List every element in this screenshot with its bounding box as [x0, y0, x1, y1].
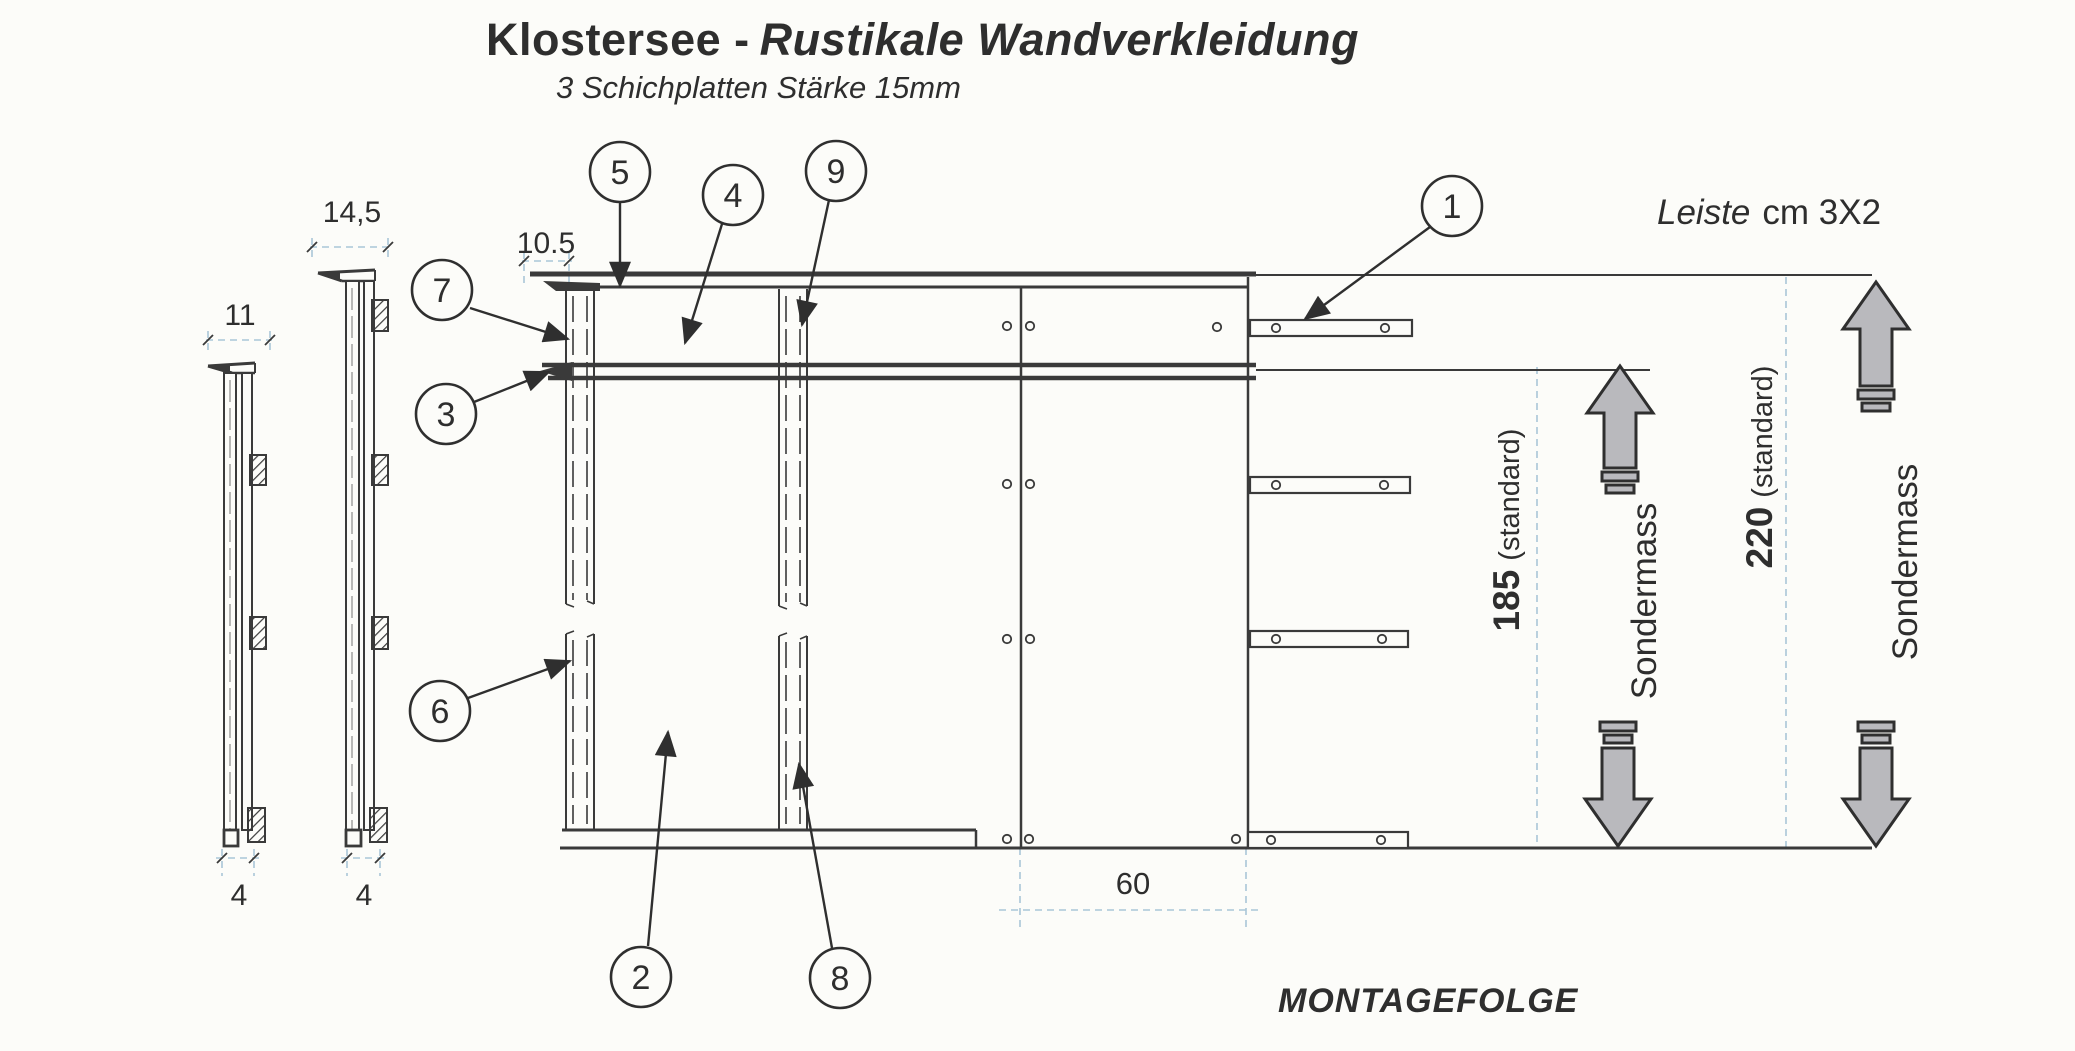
label-height-220: 220 (standard) [1739, 366, 1781, 569]
label-height-185: 185 (standard) [1486, 429, 1528, 632]
callout-leaders [467, 199, 1431, 949]
dim-profile-b-width: 14,5 [322, 196, 382, 229]
svg-text:9: 9 [827, 153, 846, 191]
arrow-up-185-icon [1584, 363, 1656, 495]
label-height-220-suffix: (standard) [1747, 365, 1779, 498]
dim-profile-b-thickness: 4 [355, 879, 373, 912]
callout-9: 9 [804, 139, 868, 203]
svg-text:8: 8 [831, 960, 850, 998]
arrow-down-sondermass-right-icon [1840, 720, 1912, 849]
section-profile-b [317, 268, 389, 848]
label-leiste-word: Leiste [1657, 193, 1751, 232]
dim-profile-a-width: 11 [224, 299, 256, 332]
label-height-185-suffix: (standard) [1494, 428, 1526, 561]
page-title-variant: Rustikale Wandverkleidung [759, 14, 1359, 65]
svg-text:3: 3 [437, 396, 456, 434]
label-height-220-value: 220 [1739, 506, 1780, 569]
callout-4: 4 [701, 163, 765, 227]
page-title: Klostersee -Rustikale Wandverkleidung [486, 14, 1359, 66]
callout-8: 8 [808, 946, 872, 1010]
page-title-name: Klostersee - [486, 14, 750, 65]
dim-cap-overhang: 10.5 [516, 227, 576, 260]
callout-5: 5 [588, 140, 652, 204]
section-profile-a [207, 361, 267, 848]
arrow-down-sondermass-left-icon [1582, 720, 1654, 849]
svg-text:1: 1 [1443, 188, 1462, 226]
arrow-up-220-icon [1840, 279, 1912, 413]
callout-7: 7 [410, 258, 474, 322]
callout-3: 3 [414, 382, 478, 446]
wall-battens [1246, 318, 1414, 850]
label-height-185-value: 185 [1486, 569, 1527, 632]
svg-text:4: 4 [724, 177, 743, 215]
dim-panel-spacing: 60 [1115, 866, 1151, 901]
svg-text:6: 6 [431, 693, 450, 731]
construction-lines [206, 238, 1787, 930]
label-sondermass-left: Sondermass [1625, 502, 1664, 700]
callout-2: 2 [609, 945, 673, 1009]
callout-circles: 1 2 3 4 5 6 7 [408, 139, 1484, 1010]
svg-text:7: 7 [433, 272, 452, 310]
screw-holes [1001, 320, 1391, 846]
dim-profile-a-thickness: 4 [230, 879, 248, 912]
callout-6: 6 [408, 679, 472, 743]
height-arrows [1582, 279, 1912, 849]
label-sondermass-right: Sondermass [1886, 463, 1925, 661]
svg-text:2: 2 [632, 959, 651, 997]
page-subtitle: 3 Schichplatten Stärke 15mm [556, 70, 961, 105]
footer-montagefolge: MONTAGEFOLGE [1278, 982, 1579, 1020]
rail-pointed-tip [540, 362, 572, 381]
left-stile [565, 289, 595, 830]
label-leiste: Leiste cm 3X2 [1657, 193, 1881, 233]
dimension-ticks [202, 241, 575, 864]
wall-panel-elevation [530, 271, 1872, 850]
label-leiste-size: cm 3X2 [1762, 193, 1882, 232]
svg-text:5: 5 [611, 154, 630, 192]
cap-drip-edge [543, 281, 600, 291]
middle-stile [778, 289, 808, 830]
callout-1: 1 [1420, 174, 1484, 238]
